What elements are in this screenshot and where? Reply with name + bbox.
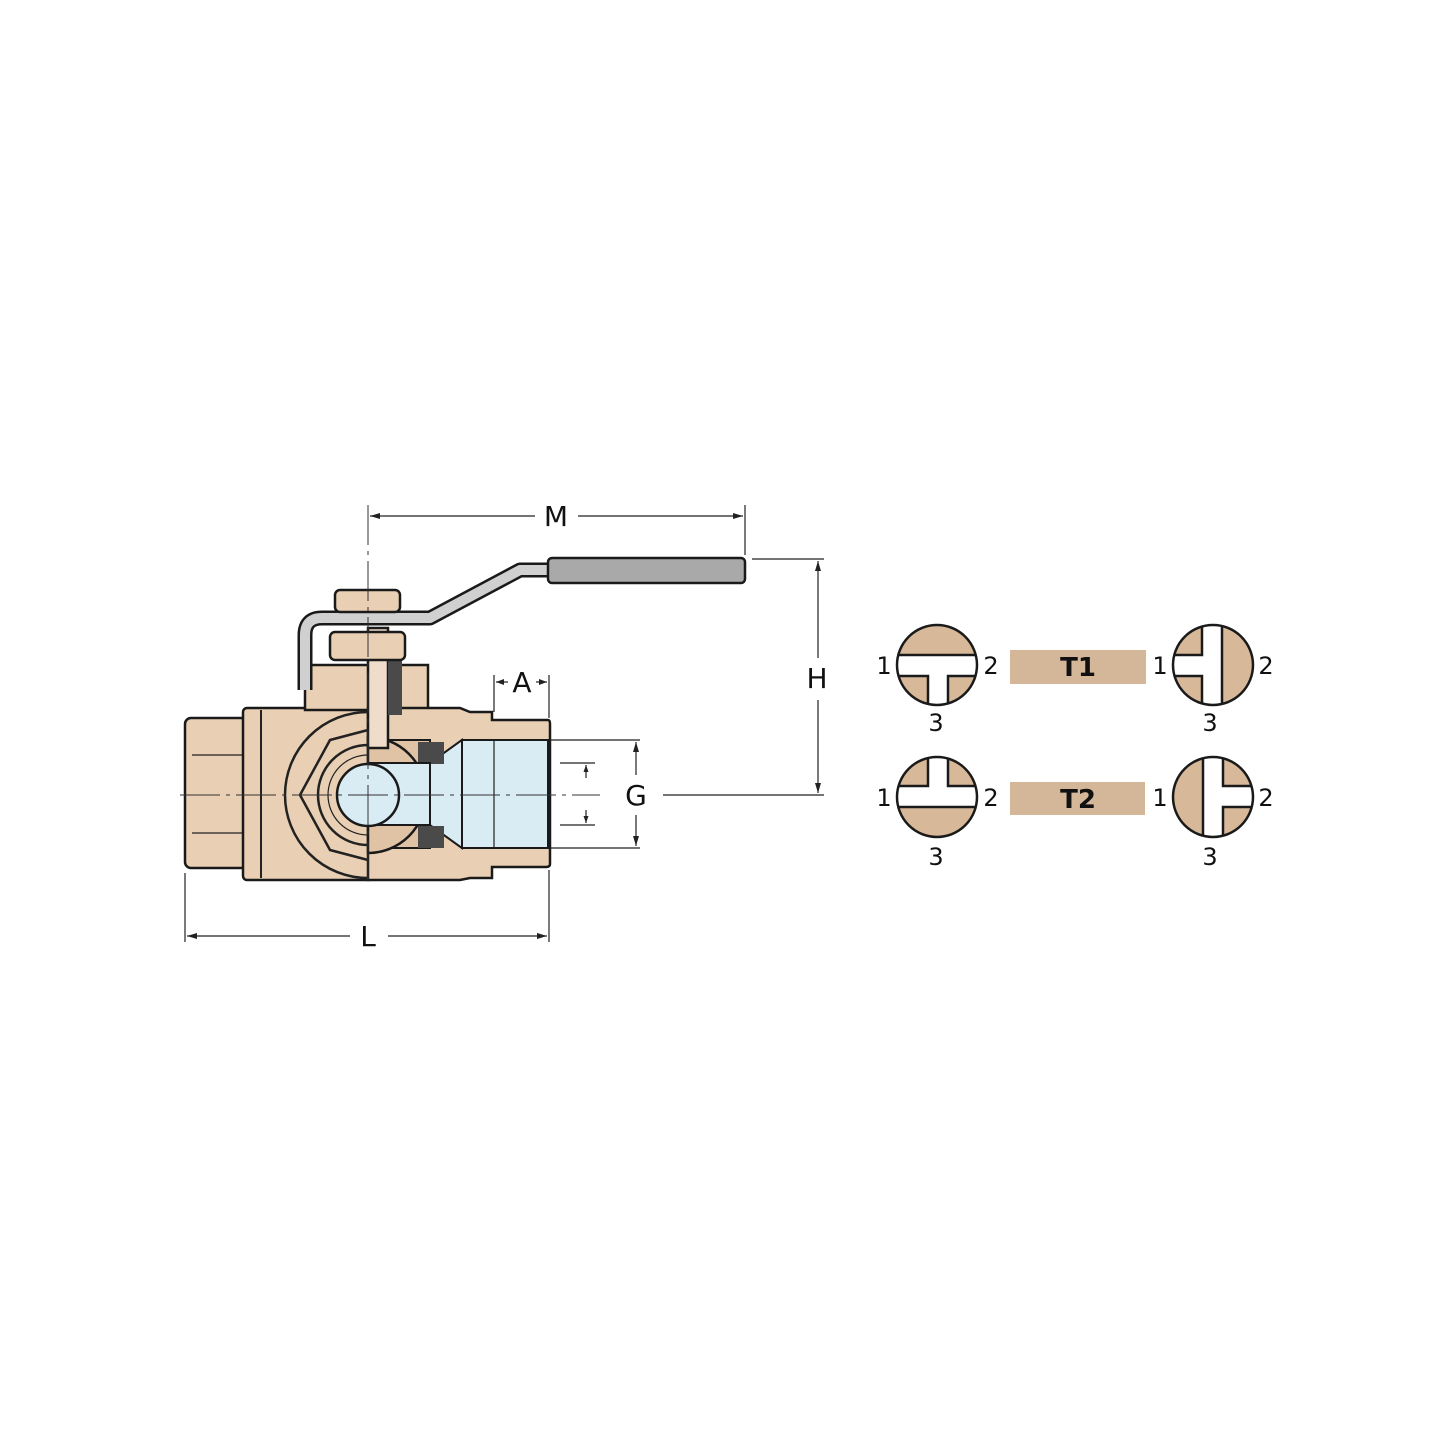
dimension-label-G: G [625,779,647,812]
dimension-label-H: H [806,662,827,695]
port-number: 1 [876,784,891,812]
port-number: 1 [876,652,891,680]
port-number: 3 [1202,709,1217,737]
port-number: 3 [928,843,943,871]
dimension-L [184,870,550,942]
bonnet-neck [303,663,430,712]
seat-seal-top [418,742,444,764]
port-number: 2 [1258,784,1273,812]
port-number: 2 [983,784,998,812]
handle-grip [546,556,747,585]
t2-label: T2 [1060,785,1096,815]
port-number: 3 [1202,843,1217,871]
seat-seal-bottom [418,826,444,848]
stem-seal [388,655,402,715]
dimension-label-A: A [512,666,531,699]
port-number: 1 [1152,784,1167,812]
dimension-H [663,558,824,796]
left-end-cap [183,716,249,870]
t1-label-bar [1010,650,1146,684]
dimension-label-M: M [544,500,568,533]
t2-label-bar [1010,782,1145,815]
dimension-M [370,505,746,555]
t1-label: T1 [1060,653,1096,683]
port-diagram-t2-right [1171,755,1255,839]
port-diagram-t2-left [895,755,979,839]
port-diagram-t1-right [1171,623,1255,707]
dimension-A [493,675,550,718]
dimension-G [550,739,640,849]
port-number: 1 [1152,652,1167,680]
port-number: 2 [983,652,998,680]
dimension-label-L: L [360,920,376,953]
ball-valve [183,556,747,882]
port-number: 2 [1258,652,1273,680]
port-number: 3 [928,709,943,737]
port-diagram-t1-left [895,623,979,707]
threaded-bore [461,739,549,849]
